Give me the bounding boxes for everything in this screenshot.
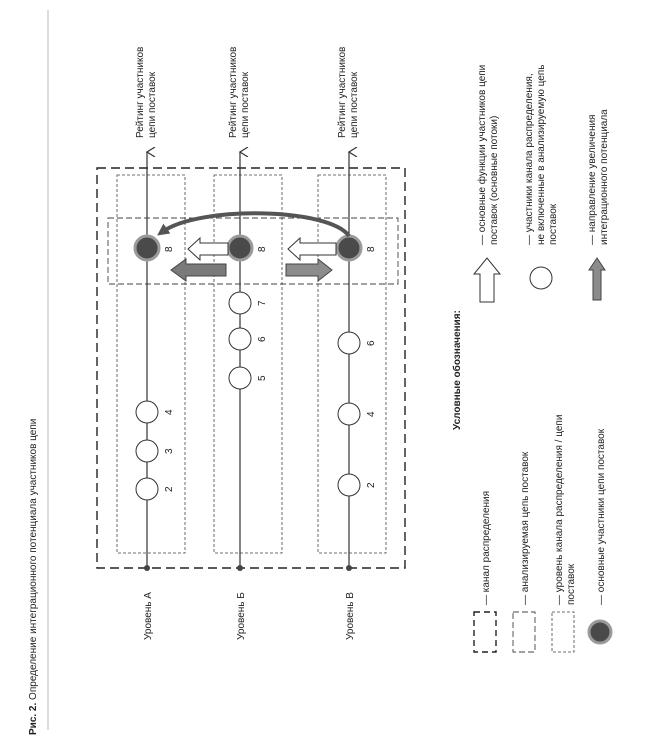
legend-symbol-channel <box>473 611 497 653</box>
node-number: 3 <box>164 448 175 454</box>
analysed-chain-box <box>107 217 399 285</box>
node-b-1 <box>228 366 252 390</box>
node-v-2 <box>337 402 361 426</box>
legend-symbol-key-node <box>587 619 613 645</box>
legend-text-direction: — направление увеличенияинтеграционного … <box>587 109 610 245</box>
node-number: 2 <box>366 482 377 488</box>
node-number: 4 <box>164 409 175 415</box>
level-box-a <box>116 174 186 554</box>
node-a-1 <box>135 477 159 501</box>
node-number: 2 <box>164 486 175 492</box>
node-number: 5 <box>257 375 268 381</box>
legend-text-level: — уровень канала распределения / цепипос… <box>554 415 577 605</box>
level-start-dot <box>144 565 150 571</box>
legend-text-participants: — участники канала распределения,не вклю… <box>524 65 559 245</box>
rating-label-b: Рейтинг участниковцепи поставок <box>228 47 251 138</box>
node-a-2 <box>135 439 159 463</box>
key-node-b <box>226 234 254 262</box>
legend-text-analysed-chain: — анализируемая цепь поставок <box>520 451 531 605</box>
level-label-v: Уровень В <box>345 592 356 640</box>
node-b-3 <box>228 291 252 315</box>
key-node-number: 8 <box>366 246 377 252</box>
legend-text-flows: — основные функции участников цепипостав… <box>476 65 500 245</box>
key-node-a <box>133 234 161 262</box>
flow-arrow-b-to-a-open <box>187 236 229 262</box>
node-number: 4 <box>366 411 377 417</box>
level-label-b: Уровень Б <box>236 592 247 640</box>
flow-arrow-b-to-a-filled <box>170 258 227 282</box>
level-start-dot <box>346 565 352 571</box>
key-node-number: 8 <box>257 246 268 252</box>
legend-text-key-node: — основные участники цепи поставок <box>596 428 607 605</box>
legend-symbol-analysed-chain <box>512 611 536 653</box>
key-node-v <box>335 234 363 262</box>
level-label-a: Уровень А <box>143 592 154 640</box>
flow-arrow-v-to-b-open <box>287 236 337 262</box>
legend-symbol-level <box>551 611 575 653</box>
node-number: 6 <box>257 336 268 342</box>
level-box-b <box>213 174 283 554</box>
figure-caption: Рис. 2. Определение интеграционного поте… <box>28 419 39 735</box>
legend-symbol-node <box>529 266 553 290</box>
node-b-2 <box>228 327 252 351</box>
level-start-dot <box>237 565 243 571</box>
key-node-number: 8 <box>164 246 175 252</box>
legend-title: Условные обозначения: <box>451 310 463 430</box>
rating-label-a: Рейтинг участниковцепи поставок <box>135 47 158 138</box>
level-box-v <box>317 174 387 554</box>
node-number: 6 <box>366 340 377 346</box>
node-a-3 <box>135 400 159 424</box>
node-v-3 <box>337 331 361 355</box>
rating-label-v: Рейтинг участниковцепи поставок <box>337 47 360 138</box>
node-v-1 <box>337 473 361 497</box>
node-number: 7 <box>257 300 268 306</box>
integration-curve-arrow <box>157 211 351 238</box>
legend-symbol-direction-arrow <box>588 257 606 301</box>
legend-text-channel: — канал распределения <box>481 491 492 605</box>
distribution-channel-frame <box>96 167 406 569</box>
legend-symbol-flow-arrow <box>472 257 502 303</box>
flow-arrow-b-to-v-filled <box>285 257 333 283</box>
